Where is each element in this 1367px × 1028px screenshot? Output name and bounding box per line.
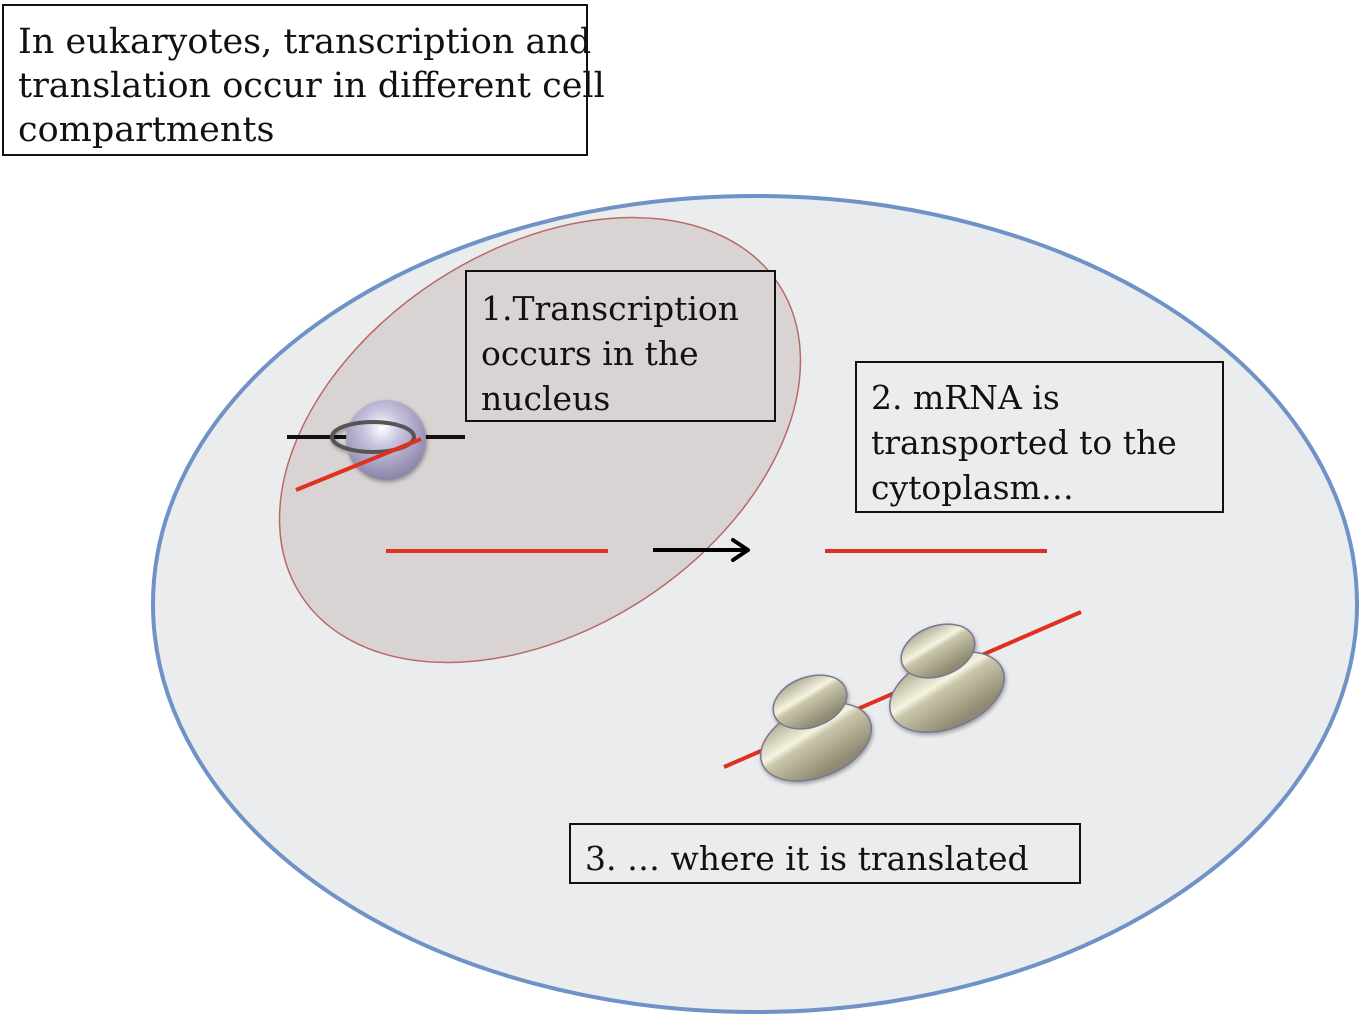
ribosome-icon xyxy=(759,674,873,782)
title-box: In eukaryotes, transcription and transla… xyxy=(2,4,605,156)
step-1-label: 1.Transcription occurs in the nucleus xyxy=(465,270,776,422)
step-1-line: 1.Transcription xyxy=(481,289,740,328)
transport-arrow-icon xyxy=(653,538,750,562)
title-line: In eukaryotes, transcription and xyxy=(18,22,592,62)
title-line: compartments xyxy=(18,110,275,150)
step-1-line: occurs in the xyxy=(481,334,699,373)
step-1-line: nucleus xyxy=(481,379,611,418)
title-line: translation occur in different cell xyxy=(18,66,605,106)
step-2-label: 2. mRNA is transported to the cytoplasm… xyxy=(855,361,1224,513)
ribosome-icon xyxy=(889,623,1005,733)
step-3-line: 3. … where it is translated xyxy=(585,839,1029,878)
step-2-line: cytoplasm… xyxy=(871,468,1074,507)
step-2-line: transported to the xyxy=(871,423,1177,462)
step-3-label: 3. … where it is translated xyxy=(569,823,1081,884)
nascent-mrna xyxy=(295,437,422,492)
step-2-line: 2. mRNA is xyxy=(871,378,1060,417)
